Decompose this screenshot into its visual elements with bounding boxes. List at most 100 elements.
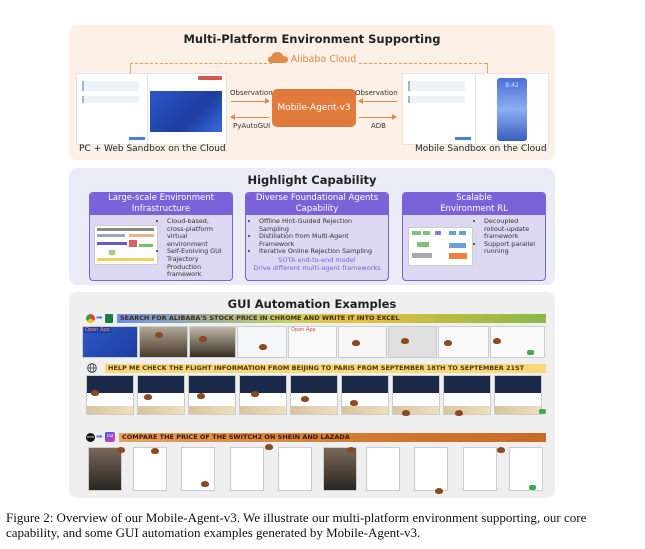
pc-desktop-window [147,73,227,145]
multi-platform-title: Multi-Platform Environment Supporting [183,32,441,46]
infrastructure-diagram [94,225,158,265]
cloud-link-left [130,63,272,64]
left-observation-label: Observation [230,89,273,97]
flight-banner [291,406,337,414]
step-screenshot [392,375,440,415]
tap-hand-icon [301,396,309,402]
mobile-sandbox-label: Mobile Sandbox on the Cloud [415,144,547,154]
step-screenshot [463,447,497,491]
flight-header [291,376,337,393]
tap-hand-icon [444,340,452,346]
gui-examples-title: GUI Automation Examples [227,297,397,311]
flight-banner [342,406,388,414]
card-title-line: Capability [295,204,339,214]
flight-header [342,376,388,393]
figure-caption: Figure 2: Overview of our Mobile-Agent-v… [6,510,587,540]
tap-hand-icon [117,447,125,453]
cloud-link-left-down [130,63,131,73]
pyautogui-label: PyAutoGUI [233,122,271,130]
tap-hand-icon [497,447,505,453]
sota-line: SOTA end-to-end model [278,255,356,264]
thumbs-up-icon [529,485,536,490]
card-title-line: Large-scale Environment [108,193,214,203]
flight-header [189,376,235,393]
right-observation-label: Observation [355,89,398,97]
task-instruction-bar: HELP ME CHECK THE FLIGHT INFORMATION FRO… [105,364,546,373]
cloud-icon [267,52,288,63]
card-title: Scalable Environment RL [403,193,545,215]
tap-hand-icon [265,444,273,450]
mobile-chat-window [402,73,476,145]
card-bullet: Iterative Online Rejection Sampling [259,248,384,256]
tap-hand-icon [352,340,360,346]
step-screenshot [181,447,215,491]
cloud-link-right-down [487,63,488,73]
chat-message [82,96,139,103]
step-screenshot [230,447,264,491]
lazada-icon: laz [105,432,115,442]
card-title-line: Diverse Foundational Agents [255,193,379,203]
phone-screenshot: 8:42 [497,78,527,141]
tap-hand-icon [155,332,163,338]
left-observation-arrow [231,101,265,102]
card-bullet: Cloud-based, cross-platform virtual envi… [167,217,228,248]
arrow-right-icon [392,114,397,120]
arrow-left-icon [358,98,363,104]
thumbs-up-icon [539,409,546,414]
tap-hand-icon [199,336,207,342]
card-bullet: Offline Hint-Guided Rejection Sampling [259,217,384,233]
tap-hand-icon [201,481,209,487]
cloud-link-right [359,63,487,64]
excel-icon [105,314,113,323]
card-title-line: Infrastructure [131,204,191,214]
tap-hand-icon [251,391,259,397]
step-screenshot [86,375,134,415]
tap-hand-icon [259,344,267,350]
shein-icon: SHEIN [86,433,95,442]
chrome-icon [86,314,95,323]
card-bullets: Offline Hint-Guided Rejection Sampling D… [246,215,388,275]
flight-header [138,376,184,393]
right-action-arrow [359,117,393,118]
tap-hand-icon [402,410,410,416]
flight-banner [393,406,439,414]
step-screenshot [133,447,167,491]
card-title: Diverse Foundational Agents Capability [246,193,388,215]
alibaba-cloud-label: Alibaba Cloud [290,54,357,65]
tap-hand-icon [435,488,443,494]
chat-message [82,81,139,91]
sota-note: SOTA end-to-end model Drive different mu… [250,256,384,272]
card-bullet: Decoupled rollout-update framework [484,217,541,241]
gui-examples-panel: GUI Automation Examples ➡ SEARCH FOR ALI… [69,292,555,498]
card-title-line: Environment RL [440,204,508,214]
task-instruction-bar: SEARCH FOR ALIBABA'S STOCK PRICE IN CHRO… [117,314,546,323]
right-observation-arrow [363,101,397,102]
card-title: Large-scale Environment Infrastructure [90,193,232,215]
flight-header [87,376,133,393]
tap-hand-icon [401,338,409,344]
flight-header [240,376,286,393]
pc-chat-window [76,73,148,145]
arrow-right-icon: ➡ [96,313,103,322]
flight-banner [189,406,235,414]
adb-label: ADB [371,122,386,130]
step-screenshot [88,447,122,491]
open-app-label: Open App [84,327,111,333]
send-button [455,137,471,140]
flight-header [393,376,439,393]
send-button [129,137,145,140]
thumbs-up-icon [527,350,534,355]
rl-diagram [408,227,473,266]
open-app-label: Open App [290,327,317,333]
recording-badge [198,76,222,80]
tap-hand-icon [350,400,358,406]
step-screenshot [443,375,491,415]
tap-hand-icon [197,393,205,399]
flight-banner [444,406,490,414]
tap-hand-icon [151,448,159,454]
sota-line: Drive different multi-agent frameworks [253,263,381,272]
step-screenshot [494,375,542,415]
step-screenshot [189,326,236,358]
flight-banner [138,406,184,414]
arrow-left-icon [230,114,235,120]
